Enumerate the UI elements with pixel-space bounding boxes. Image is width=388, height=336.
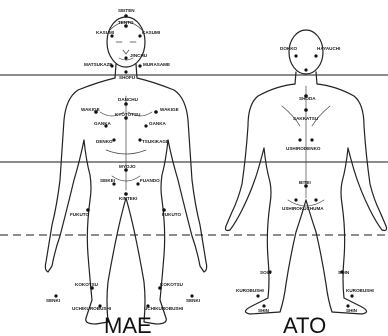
label-ushirokuchuma: USHIROKUCHUMA [282, 206, 324, 211]
label-jinchu: JINCHU [130, 53, 148, 58]
label-seiten: SEITEN [118, 8, 135, 13]
label-myojo: MYOJO [119, 164, 136, 169]
label-uchikurobushi-right: UCHIKUROBUSHI [144, 306, 183, 311]
label-tento: TENTO [118, 20, 134, 25]
label-denko: DENKO [96, 139, 113, 144]
label-wakikage-right: WAKIGE [160, 107, 179, 112]
label-shin-left: SHIN [258, 308, 270, 313]
label-fukuto-left: FUKUTO [70, 212, 89, 217]
front-labels: SEITEN TENTO KASUMI KASUMI JINCHU MATSUK… [46, 8, 200, 311]
label-ganka-left: GANKA [94, 121, 112, 126]
label-kasumi-left: KASUMI [96, 30, 114, 35]
label-wakikage-left: WAKIGE [81, 107, 100, 112]
label-hayauchi: HAYAUCHI [317, 46, 340, 51]
label-kasumi-right: KASUMI [142, 30, 160, 35]
label-senki-right: SENKI [186, 298, 200, 303]
back-labels: DOKKO HAYAUCHI SHODA SAKKATSU USHIRODENK… [236, 46, 374, 313]
label-danchu: DANCHU [118, 97, 139, 102]
label-dokko: DOKKO [280, 46, 298, 51]
label-senki-left: SENKI [46, 298, 60, 303]
label-ganka-right: GANKA [149, 121, 167, 126]
label-kokotsu-left: KOKOTSU [75, 282, 99, 287]
label-shoda: SHODA [299, 96, 316, 101]
label-matsukaze: MATSUKAZE [84, 62, 113, 67]
label-kurobushi-left: KUROBUSHI [236, 288, 264, 293]
label-seikei: SEIKEI [100, 178, 115, 183]
label-kinteki: KINTEKI [119, 196, 137, 201]
caption-front: MAE [104, 313, 152, 336]
label-soin-left: SOIN [260, 270, 272, 275]
label-murasame: MURASAME [143, 62, 170, 67]
label-kokotsu-right: KOKOTSU [160, 282, 184, 287]
label-soin-right: SOIN [338, 270, 350, 275]
label-shin-right: SHIN [346, 308, 358, 313]
caption-back: ATO [283, 313, 326, 336]
label-sakkatsu: SAKKATSU [293, 116, 319, 121]
label-ushirodenko: USHIRODENKO [286, 146, 321, 151]
label-kyototsu: KYOTOTSU [115, 112, 141, 117]
label-fukuto-right: FUKUTO [162, 212, 181, 217]
label-tsukikage: TSUKIKAGE [142, 139, 169, 144]
label-shofu: SHOFU [119, 75, 136, 80]
label-uchikurobushi-left: UCHIKUROBUSHI [72, 306, 111, 311]
label-fuando: FUANDO [140, 178, 160, 183]
label-kurobushi-right: KUROBUSHI [346, 288, 374, 293]
label-bitei: BITEI [299, 180, 311, 185]
back-figure [226, 30, 387, 314]
